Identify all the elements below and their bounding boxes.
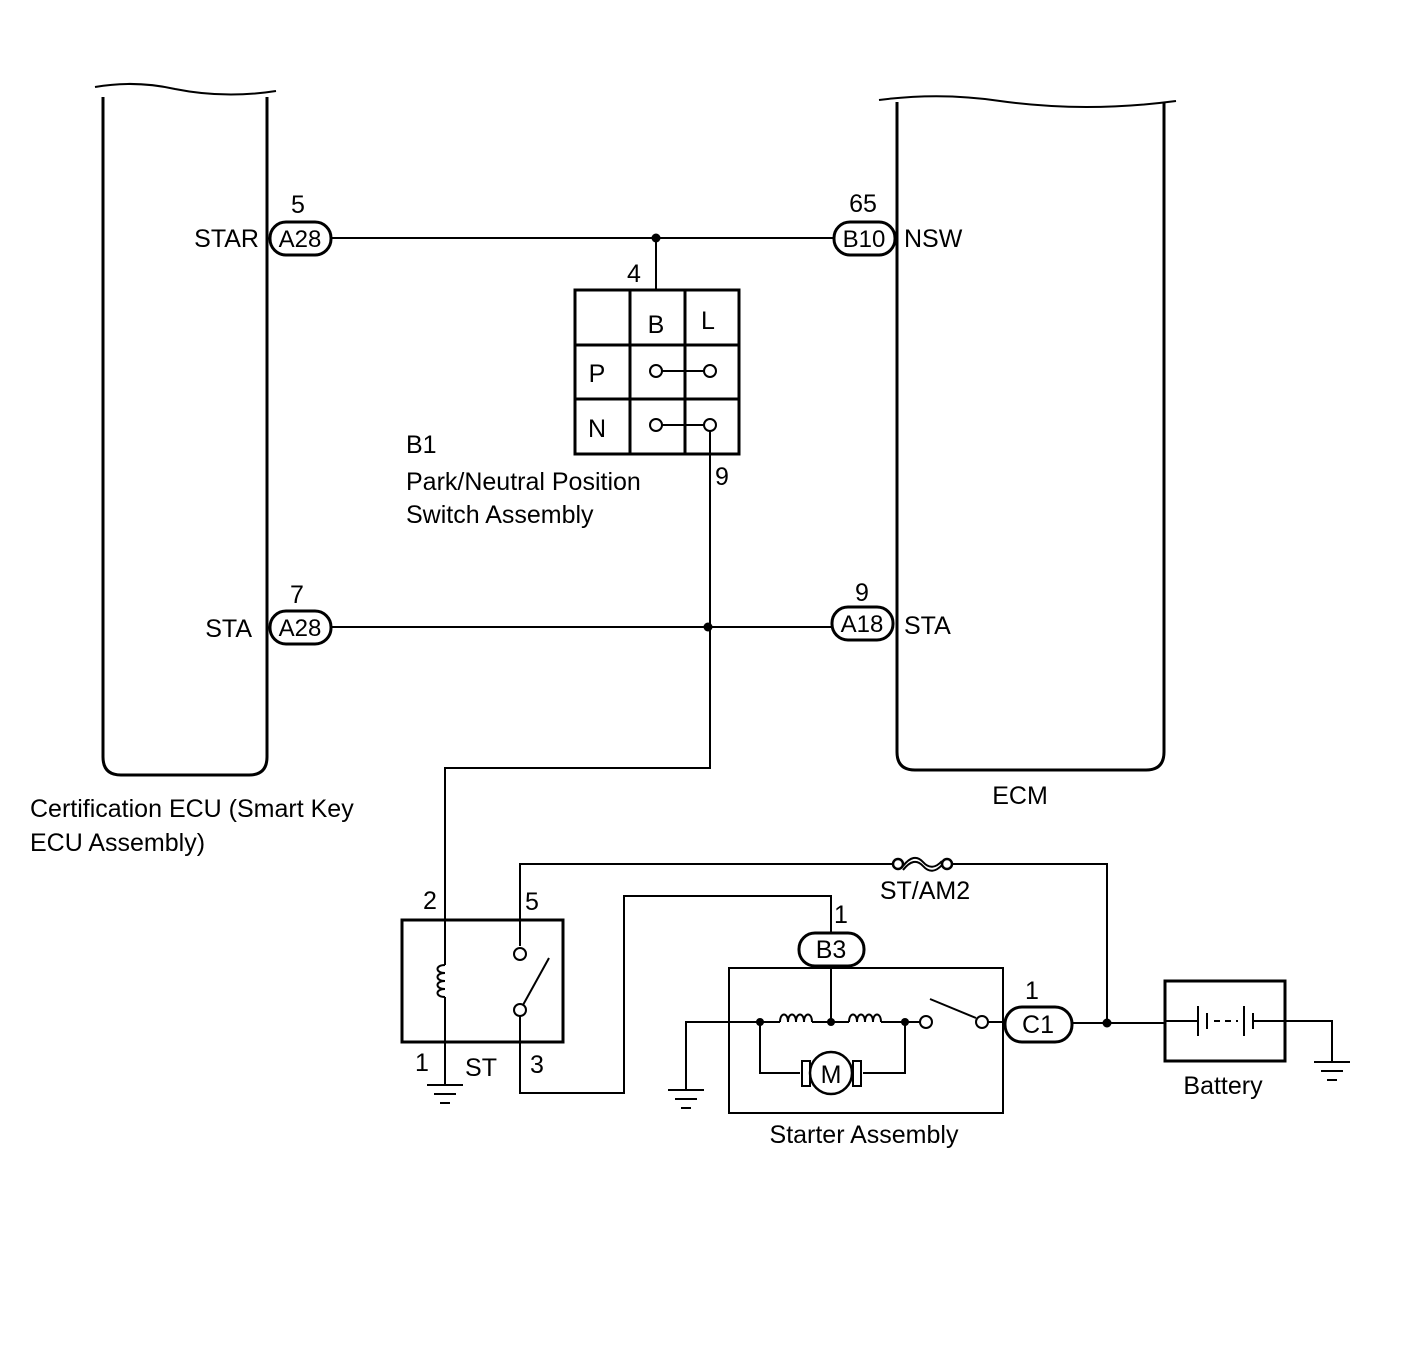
certification-ecu-name-line2: ECU Assembly) [30,829,205,857]
pnp-row-n: N [588,415,606,443]
connector-a28-star-label: A28 [279,226,322,253]
field-coil-icon [848,1013,882,1023]
ecm-name: ECM [992,782,1048,810]
relay-pin-2: 2 [423,887,437,915]
pnp-switch-name-line1: Park/Neutral Position [406,468,641,496]
terminal-label-sta-ecm: STA [904,612,951,640]
terminal-label-nsw: NSW [904,225,963,253]
terminal-label-sta-cert: STA [205,615,252,643]
fuse-st-am2: ST/AM2 [880,856,970,905]
ground-icon [427,1084,463,1104]
st-relay: 2 5 1 3 ST [400,887,565,1104]
pnp-switch-name-line2: Switch Assembly [406,501,594,529]
connector-a28-sta: A28 [268,609,333,646]
connector-a28-sta-label: A28 [279,615,322,642]
connector-b10-label: B10 [843,226,886,253]
junction-dots [651,233,1112,1028]
pin-65-nsw: 65 [849,190,877,218]
motor-icon: M [801,1050,862,1096]
relay-name: ST [465,1054,497,1082]
ground-icon [668,1089,704,1109]
ground-icon [1314,1061,1350,1081]
terminal-label-star: STAR [194,225,259,253]
pnp-column-l: L [701,307,715,335]
connector-a18-sta: A18 [830,605,895,642]
starter-b3-pin-1: 1 [834,901,848,929]
connector-a18-label: A18 [841,611,884,638]
pnp-pin-4: 4 [627,260,641,288]
fuse-icon [902,856,943,868]
battery-icon [1165,1006,1285,1036]
ecm: ECM [878,95,1177,810]
battery-name: Battery [1183,1072,1263,1100]
connector-b3-label: B3 [816,936,847,964]
pin-5-star: 5 [291,191,305,219]
connector-a28-star: A28 [268,220,333,257]
certification-ecu-name-line1: Certification ECU (Smart Key [30,795,354,823]
relay-coil-icon [436,964,446,998]
pnp-switch: B L P N 4 9 B1 Park/Neutral Position Swi… [406,260,741,529]
field-coil-icon [779,1013,813,1023]
relay-pin-1: 1 [415,1049,429,1077]
pnp-row-p: P [589,360,606,388]
certification-ecu: Certification ECU (Smart Key ECU Assembl… [30,82,354,857]
relay-pin-3: 3 [530,1051,544,1079]
starter-c1-pin-1: 1 [1025,977,1039,1005]
battery: Battery [1163,979,1350,1100]
fuse-label: ST/AM2 [880,877,970,905]
pin-7-sta: 7 [290,581,304,609]
connector-c1-label: C1 [1022,1011,1054,1039]
pnp-column-b: B [648,311,665,339]
connector-b10-nsw: B10 [832,220,897,257]
starter-assembly: Starter Assembly B3 1 M [668,901,1074,1149]
relay-pin-5: 5 [525,888,539,916]
motor-symbol: M [821,1061,842,1089]
pin-9-sta-ecm: 9 [855,579,869,607]
pnp-pin-9: 9 [715,463,729,491]
pnp-switch-code: B1 [406,431,437,459]
starter-name: Starter Assembly [770,1121,959,1149]
